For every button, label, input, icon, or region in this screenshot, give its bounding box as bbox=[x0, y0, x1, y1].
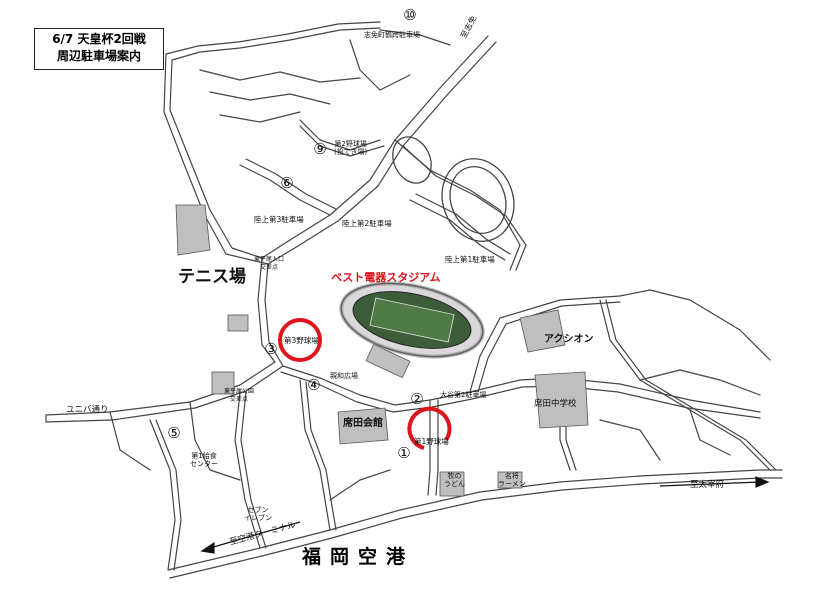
meisho-ramen-line2: ラーメン bbox=[498, 480, 526, 488]
lot-shime-label: 志免町鶴跨駐車場 bbox=[364, 31, 420, 39]
meisho-ramen-label: 名将 ラーメン bbox=[498, 472, 526, 488]
signal2-label: 東平尾公園 交差点 bbox=[224, 388, 254, 404]
field1-highlight bbox=[407, 406, 452, 450]
lot-athletics1-label: 陸上第1駐車場 bbox=[445, 255, 495, 264]
to-dazaifu-label: 至太宰府 bbox=[690, 480, 725, 490]
stadium bbox=[339, 281, 485, 359]
makino-udon-line2: うどん bbox=[444, 480, 465, 488]
parking-number-2: ② bbox=[410, 390, 424, 408]
running-track bbox=[392, 136, 515, 242]
tennis-court-label: テニス場 bbox=[178, 267, 246, 287]
school-label: 席田中学校 bbox=[534, 399, 577, 409]
signal1-line1: 東平尾入口 bbox=[254, 256, 285, 263]
direction-arrows bbox=[200, 476, 770, 554]
shinwa-plaza-label: 親和広場 bbox=[330, 372, 358, 380]
hall-label: 席田会館 bbox=[343, 418, 383, 429]
title-line2: 周辺駐車場案内 bbox=[56, 49, 141, 63]
map-title: 6/7 天皇杯2回戦 周辺駐車場案内 bbox=[34, 28, 164, 70]
buildings bbox=[175, 204, 589, 497]
lot-ootani2-label: 大谷第2駐車場 bbox=[440, 391, 487, 399]
airport-label: 福岡空港 bbox=[302, 546, 415, 568]
axion-label: アクシオン bbox=[544, 334, 594, 345]
yuniba-street-label: ユニバ通り bbox=[66, 405, 109, 415]
hall-building bbox=[337, 407, 389, 445]
parking-number-6: ⑥ bbox=[280, 174, 294, 192]
lot-field2-line1: 第2野球場 bbox=[334, 140, 367, 148]
makino-udon-label: 牧の うどん bbox=[444, 472, 465, 488]
field3-highlight bbox=[278, 318, 322, 362]
parking-number-10: ⑩ bbox=[403, 6, 417, 24]
lot-athletics2-label: 陸上第2駐車場 bbox=[342, 219, 392, 228]
lot-kyoshoku-line1: 第1給食 bbox=[191, 452, 217, 460]
seven-eleven-line2: イレブン bbox=[244, 514, 272, 522]
lot-kyoshoku-label: 第1給食 センター bbox=[190, 452, 218, 468]
meisho-ramen-line1: 名将 bbox=[504, 472, 519, 480]
lot-kyoshoku-line2: センター bbox=[190, 460, 218, 468]
parking-number-9: ⑨ bbox=[313, 140, 327, 158]
signal2-line1: 東平尾公園 bbox=[224, 388, 255, 395]
seven-eleven-label: セブン イレブン bbox=[244, 506, 272, 522]
lot-field3-label: 第3野球場 bbox=[284, 336, 319, 345]
lot-athletics3-label: 陸上第3駐車場 bbox=[254, 215, 304, 224]
signal1-line2: 交差点 bbox=[260, 264, 279, 271]
school-building bbox=[534, 371, 589, 429]
highlight-circles bbox=[278, 318, 452, 450]
stadium-label: ベスト電器スタジアム bbox=[331, 271, 441, 284]
tennis-building bbox=[175, 204, 211, 256]
axion-building bbox=[519, 309, 566, 353]
lot-field2-label: 第2野球場 (投てき場) bbox=[334, 140, 367, 156]
title-line1: 6/7 天皇杯2回戦 bbox=[52, 32, 146, 46]
lot-field1-label: 第1野球場 bbox=[414, 437, 449, 446]
parking-number-3: ③ bbox=[264, 340, 278, 358]
signal1-label: 東平尾入口 交差点 bbox=[254, 256, 284, 272]
parking-number-5: ⑤ bbox=[167, 424, 181, 442]
parking-number-4: ④ bbox=[307, 376, 321, 394]
signal2-line2: 交差点 bbox=[230, 396, 249, 403]
lot-field2-line2: (投てき場) bbox=[334, 148, 368, 156]
parking-number-1: ① bbox=[397, 444, 411, 462]
seven-eleven-line1: セブン bbox=[247, 506, 269, 514]
makino-udon-line1: 牧の bbox=[447, 472, 462, 480]
road-network bbox=[45, 21, 783, 579]
